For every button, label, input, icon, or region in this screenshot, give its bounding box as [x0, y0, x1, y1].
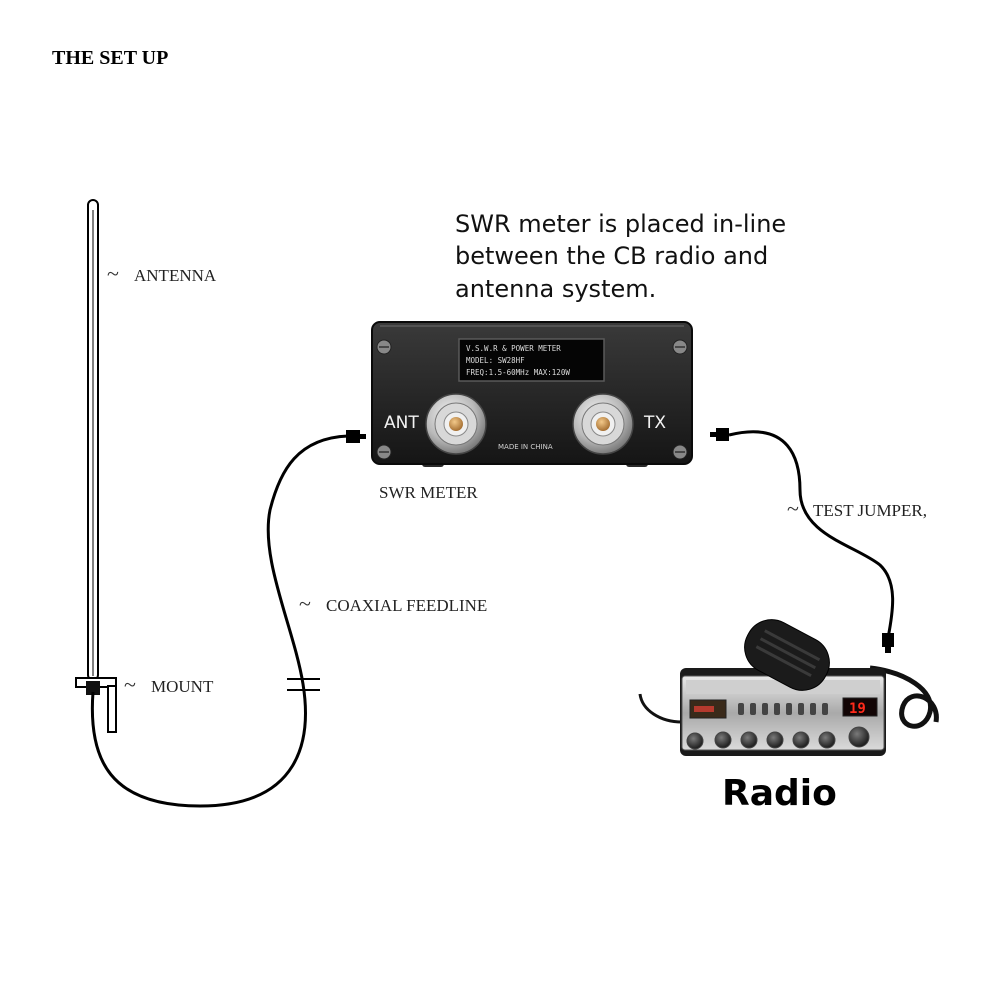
- mount-label-text: MOUNT: [151, 677, 214, 696]
- tilde-mark: ~: [787, 496, 799, 521]
- cb-radio: 19 Radio: [638, 619, 939, 814]
- screw-icon: [672, 444, 688, 460]
- mic-cord-icon: [869, 665, 939, 729]
- jumper-plug: [710, 428, 729, 441]
- screw-icon: [672, 339, 688, 355]
- test-jumper-label-text: TEST JUMPER,: [813, 501, 927, 520]
- radio-knob-icon: [766, 731, 784, 749]
- radio-top-panel: [686, 680, 880, 694]
- antenna: [87, 199, 99, 681]
- ant-connector: [425, 393, 487, 455]
- meter-display-line: FREQ:1.5-60MHz MAX:120W: [466, 368, 570, 377]
- microphone-icon: [744, 619, 830, 691]
- power-cord: [638, 693, 683, 724]
- tilde-mark: ~: [299, 591, 311, 616]
- test-jumper-label: ~ TEST JUMPER,: [787, 496, 927, 521]
- swr-meter: V.S.W.R & POWER METER MODEL: SW28HF FREQ…: [371, 321, 693, 467]
- mount-label: ~ MOUNT: [124, 672, 214, 697]
- tx-port-label: TX: [643, 413, 666, 433]
- radio-knob-icon: [714, 731, 732, 749]
- radio-knob-icon: [818, 731, 836, 749]
- radio-label: Radio: [722, 773, 837, 814]
- coax-plug: [346, 430, 366, 443]
- radio-knob-icon: [740, 731, 758, 749]
- caption-line: antenna system.: [455, 275, 656, 303]
- tilde-mark: ~: [124, 672, 136, 697]
- coax-label: ~ COAXIAL FEEDLINE: [299, 591, 487, 616]
- radio-channel-number: 19: [849, 701, 866, 717]
- page-title: THE SET UP: [52, 47, 168, 69]
- tilde-mark: ~: [107, 261, 119, 286]
- tx-connector: [572, 393, 634, 455]
- radio-channel-knob-icon: [848, 726, 870, 748]
- made-in-label: MADE IN CHINA: [498, 443, 553, 451]
- antenna-mount: [75, 677, 117, 733]
- meter-display-line: MODEL: SW28HF: [466, 356, 525, 365]
- mount-block: [86, 681, 100, 695]
- setup-caption: SWR meter is placed in-line between the …: [455, 210, 786, 303]
- test-jumper-cable: [728, 430, 895, 639]
- screw-icon: [376, 444, 392, 460]
- radio-switch-row: [738, 703, 828, 715]
- ant-port-label: ANT: [384, 413, 419, 433]
- radio-channel-display: [842, 697, 878, 717]
- antenna-label-text: ANTENNA: [134, 266, 217, 285]
- screw-icon: [376, 339, 392, 355]
- caption-line: between the CB radio and: [455, 242, 768, 270]
- coax-label-text: COAXIAL FEEDLINE: [326, 596, 487, 615]
- antenna-label: ~ ANTENNA: [107, 261, 217, 286]
- caption-line: SWR meter is placed in-line: [455, 210, 786, 238]
- swr-meter-label: SWR METER: [379, 483, 478, 502]
- meter-display: [458, 338, 605, 382]
- radio-knob-icon: [686, 732, 704, 750]
- jumper-radio-plug: [882, 633, 894, 653]
- coaxial-feedline: [90, 434, 349, 808]
- mount-bracket: [107, 685, 117, 733]
- coax-splice: [287, 678, 320, 691]
- meter-display-line: V.S.W.R & POWER METER: [466, 344, 561, 353]
- radio-knob-icon: [792, 731, 810, 749]
